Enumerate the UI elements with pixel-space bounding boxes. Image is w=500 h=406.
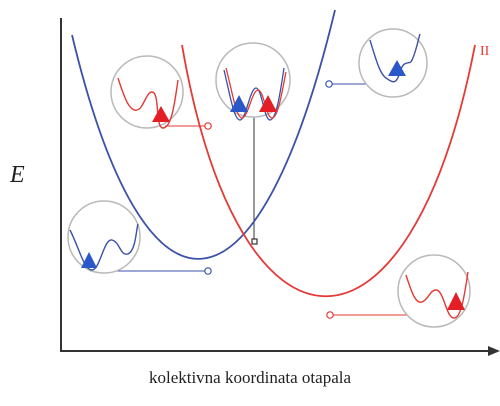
marker-red-excited — [204, 122, 212, 130]
marker-blue-excited — [325, 80, 333, 88]
red-parabola — [181, 44, 476, 298]
red-particle-icon — [152, 106, 170, 122]
double-well-curve — [223, 67, 285, 121]
inset-crossing — [215, 42, 291, 121]
blue-parabola — [71, 9, 336, 260]
marker-red-minimum — [326, 311, 334, 319]
inset-red-excited — [110, 55, 184, 129]
inset-circle — [67, 200, 141, 274]
inset-circle — [110, 55, 184, 129]
inset-blue-excited — [358, 28, 428, 98]
curve-label-red: II — [480, 44, 490, 59]
marker-crossing — [251, 238, 258, 245]
double-well-curve — [405, 271, 469, 319]
inset-blue-minimum — [67, 200, 141, 274]
red-particle-icon — [259, 95, 277, 112]
inset-red-minimum — [397, 254, 471, 328]
y-axis-label: E — [10, 162, 25, 188]
blue-particle-icon — [81, 252, 97, 268]
inset-circle — [215, 42, 291, 118]
x-axis-label: kolektivna koordinata otapala — [148, 368, 352, 387]
marker-blue-minimum — [204, 267, 212, 275]
red-particle-icon — [447, 292, 465, 310]
blue-particle-icon — [230, 95, 248, 112]
inset-circle — [358, 28, 428, 98]
x-axis-arrow-icon — [488, 346, 500, 356]
blue-particle-icon — [388, 60, 406, 76]
